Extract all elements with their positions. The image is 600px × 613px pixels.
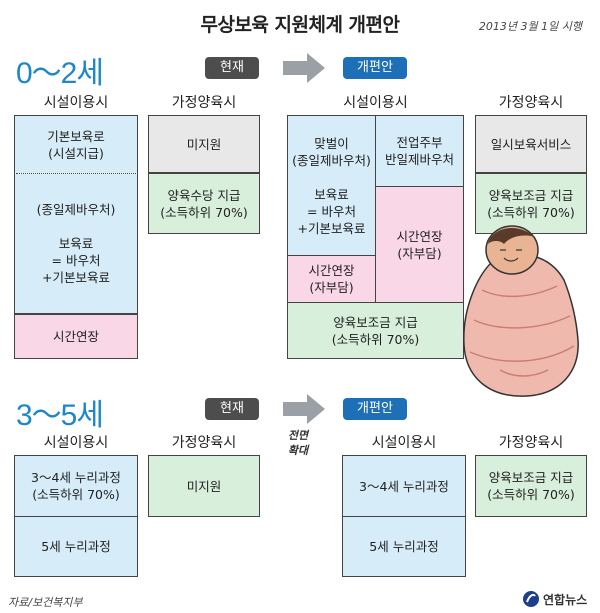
home-subsidy-box: 양육보조금 지급 (소득하위 70%) xyxy=(475,173,587,234)
full-expansion-note: 전면 확대 xyxy=(287,429,309,457)
nuri-3-4-reform-box: 3～4세 누리과정 xyxy=(342,455,466,517)
home-subsidy-35-box: 양육보조금 지급 (소득하위 70%) xyxy=(475,455,587,517)
current-badge: 현재 xyxy=(205,57,259,79)
logo-text: 연합뉴스 xyxy=(543,592,588,607)
full-day-voucher-box: (종일제바우처) 보육료 = 바우처 +기본보육료 xyxy=(14,174,138,314)
header-facility-reform-2: 시설이용시 xyxy=(371,435,437,451)
age-label-0-2: 0～2세 xyxy=(16,57,104,90)
source-note: 자료/보건복지부 xyxy=(8,596,83,609)
dotted-divider xyxy=(16,173,136,174)
home-no-support-box: 미지원 xyxy=(148,115,260,173)
header-home-reform: 가정양육시 xyxy=(498,95,564,111)
arrow-right-icon xyxy=(283,394,325,424)
header-facility-current: 시설이용시 xyxy=(43,95,109,111)
reform-badge-2: 개편안 xyxy=(343,398,407,420)
current-badge-2: 현재 xyxy=(205,398,259,420)
effective-date: 2013년 3월 1일 시행 xyxy=(478,20,582,33)
header-home-reform-2: 가정양육시 xyxy=(498,435,564,451)
baby-illustration xyxy=(463,225,579,397)
header-facility-current-2: 시설이용시 xyxy=(43,435,109,451)
header-home-current: 가정양육시 xyxy=(171,95,237,111)
homemaker-half-day-box: 전업주부 반일제바우처 xyxy=(375,115,464,187)
nuri-5-current-box: 5세 누리과정 xyxy=(14,516,138,577)
age-label-3-5: 3～5세 xyxy=(16,399,104,432)
reform-badge: 개편안 xyxy=(343,57,407,79)
child-rearing-subsidy-box: 양육보조금 지급 (소득하위 70%) xyxy=(287,302,464,359)
basic-childcare-fee-box: 기본보육로 (시설지급) xyxy=(14,115,138,173)
arrow-right-icon xyxy=(283,53,325,83)
nuri-5-reform-box: 5세 누리과정 xyxy=(342,516,466,577)
dual-income-voucher-box: 맞벌이 (종일제바우처) 보육료 = 바우처 +기본보육료 xyxy=(287,115,376,256)
header-home-current-2: 가정양육시 xyxy=(171,435,237,451)
extended-hours-self-pay-box-2: 시간연장 (자부담) xyxy=(287,255,376,303)
extended-hours-self-pay-box: 시간연장 (자부담) xyxy=(375,186,464,303)
yonhap-logo-icon xyxy=(523,591,539,607)
home-allowance-box: 양육수당 지급 (소득하위 70%) xyxy=(148,173,260,234)
nuri-3-4-current-box: 3～4세 누리과정 (소득하위 70%) xyxy=(14,455,138,517)
temporary-childcare-box: 일시보육서비스 xyxy=(475,115,587,173)
header-facility-reform: 시설이용시 xyxy=(343,95,408,111)
page-title: 무상보육 지원체계 개편안 xyxy=(200,14,400,36)
home-no-support-35-box: 미지원 xyxy=(148,455,260,517)
yonhap-logo: 연합뉴스 xyxy=(522,590,587,608)
extended-hours-box: 시간연장 xyxy=(14,314,138,359)
